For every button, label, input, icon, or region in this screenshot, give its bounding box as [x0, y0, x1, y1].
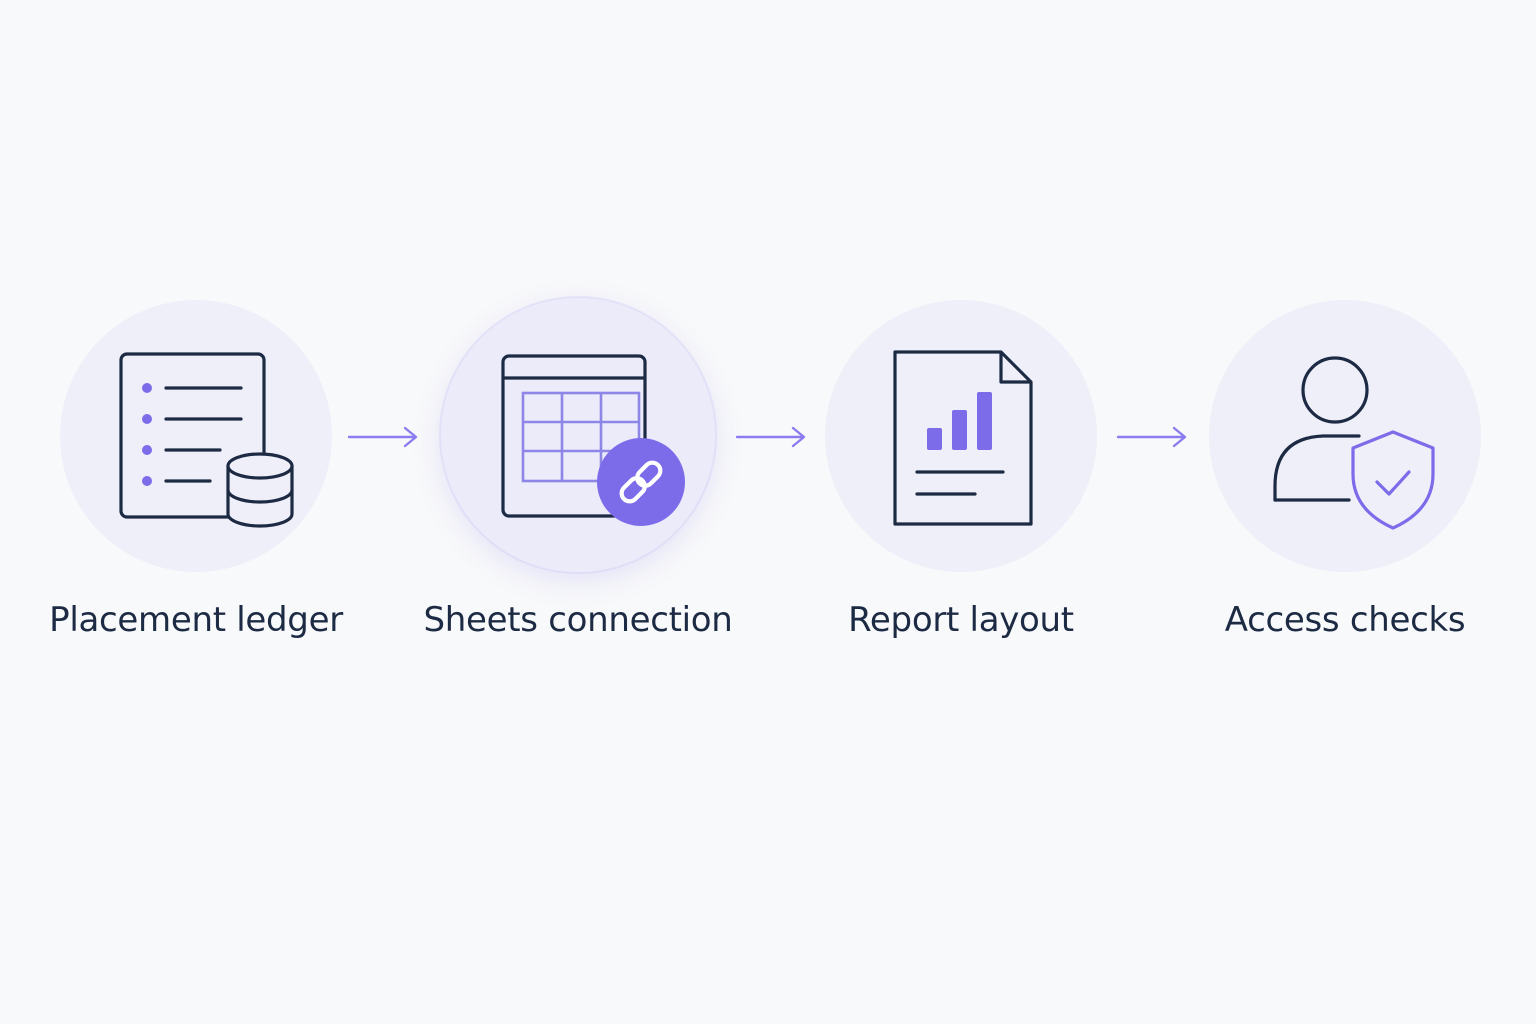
step-report-layout: Report layout	[791, 300, 1131, 660]
arrow-right-icon	[735, 426, 807, 448]
spreadsheet-link-icon	[501, 354, 685, 526]
report-chart-icon	[893, 350, 1033, 526]
step-label: Sheets connection	[423, 600, 733, 640]
step-label: Placement ledger	[49, 600, 343, 640]
ledger-database-icon	[119, 352, 294, 528]
step-circle	[60, 300, 332, 572]
step-label: Access checks	[1224, 600, 1466, 640]
step-placement-ledger: Placement ledger	[26, 300, 366, 660]
step-circle	[1209, 300, 1481, 572]
step-circle-active	[440, 297, 716, 573]
step-circle	[825, 300, 1097, 572]
step-sheets-connection: Sheets connection	[408, 297, 748, 660]
arrow-right-icon	[1116, 426, 1188, 448]
arrow-right-icon	[347, 426, 419, 448]
step-access-checks: Access checks	[1175, 300, 1515, 660]
user-shield-icon	[1273, 356, 1435, 530]
step-label: Report layout	[848, 600, 1074, 640]
